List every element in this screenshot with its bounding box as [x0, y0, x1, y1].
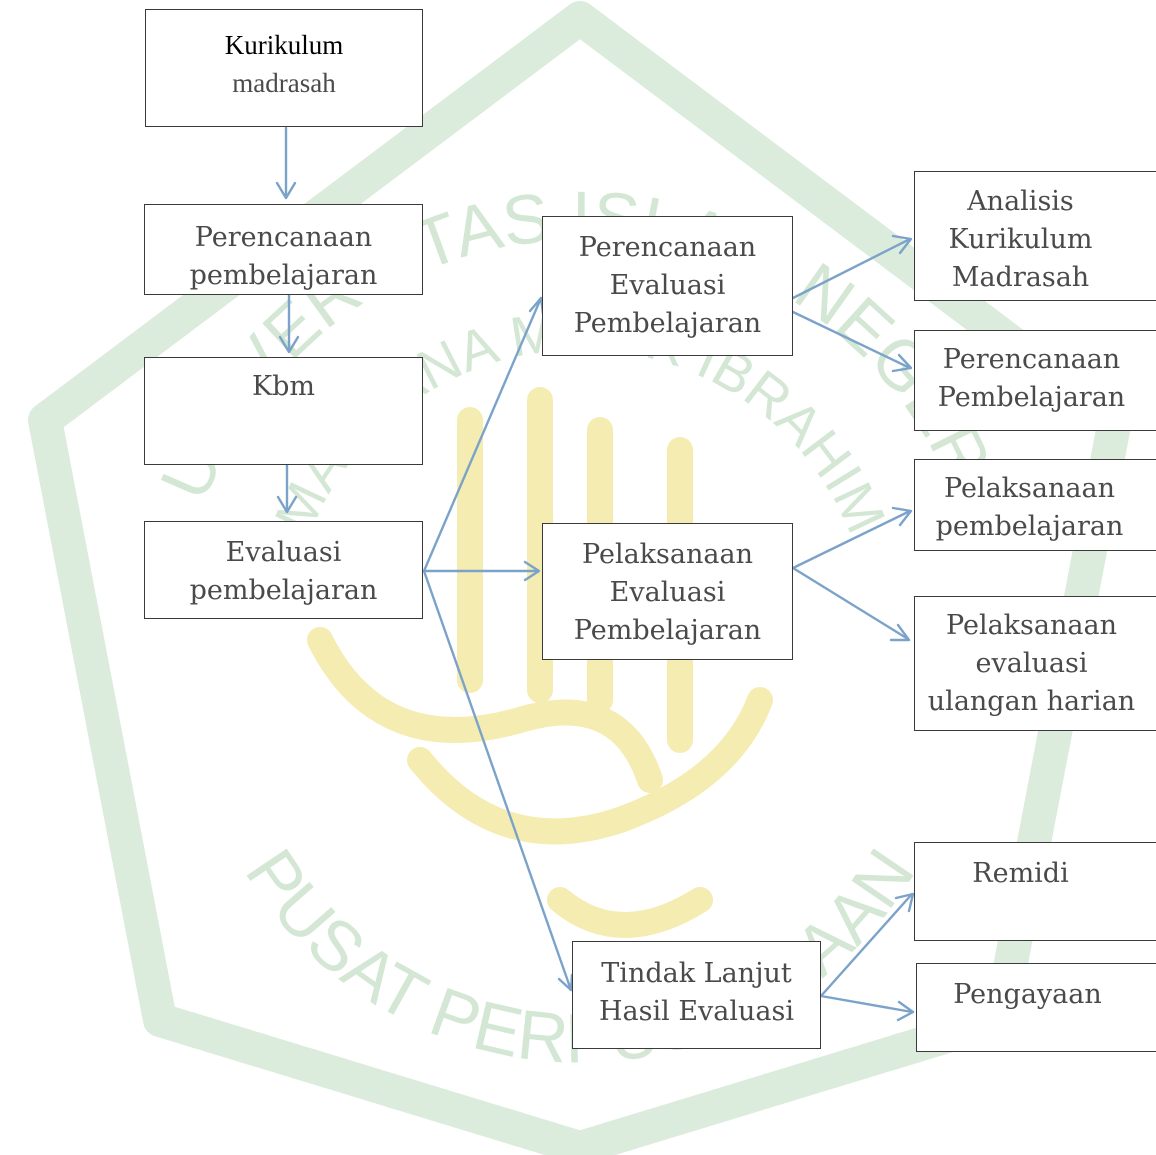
- node-perencanaan-evaluasi-line3: Pembelajaran: [573, 308, 762, 339]
- node-kurikulum-line1: Kurikulum: [224, 30, 344, 60]
- node-kbm-line1: Kbm: [251, 371, 316, 402]
- arrow-to-perencanaan-pembelajaran-2: [791, 310, 913, 373]
- node-perencanaan-evaluasi-line2: Evaluasi: [609, 270, 726, 301]
- node-evaluasi-line1: Evaluasi: [225, 537, 342, 568]
- node-kurikulum-madrasah: Kurikulum madrasah: [145, 9, 423, 127]
- arrow-kurikulum-to-perencanaan: [275, 126, 297, 200]
- node-pelaksanaan-evaluasi-line1: Pelaksanaan: [582, 539, 753, 570]
- node-pelaksanaan-evaluasi-line3: Pembelajaran: [573, 615, 762, 646]
- arrow-evaluasi-to-perencanaan-evaluasi: [422, 296, 545, 573]
- node-pelaksanaan-pembelajaran-line2: pembelajaran: [935, 511, 1124, 542]
- node-perencanaan-pembelajaran-line2: pembelajaran: [189, 260, 378, 291]
- node-pelaksanaan-ulangan-line1: Pelaksanaan: [946, 610, 1117, 641]
- node-tindak-lanjut-hasil-evaluasi: Tindak Lanjut Hasil Evaluasi: [572, 941, 821, 1049]
- arrow-perencanaan-to-kbm: [278, 286, 300, 354]
- arrow-to-pengayaan: [819, 994, 915, 1022]
- node-perencanaan-pembelajaran-right: Perencanaan Pembelajaran: [914, 330, 1156, 431]
- node-pelaksanaan-pembelajaran-line1: Pelaksanaan: [944, 473, 1115, 504]
- node-pengayaan: Pengayaan: [916, 963, 1156, 1052]
- arrow-evaluasi-to-tindak-lanjut: [422, 569, 574, 992]
- node-evaluasi-line2: pembelajaran: [189, 575, 378, 606]
- node-kurikulum-line2: madrasah: [232, 68, 336, 98]
- node-evaluasi-pembelajaran: Evaluasi pembelajaran: [144, 521, 423, 619]
- node-perencanaan-pembelajaran-2-line1: Perencanaan: [942, 344, 1121, 375]
- arrow-to-remidi: [819, 892, 915, 998]
- node-pelaksanaan-ulangan-line3: ulangan harian: [927, 686, 1136, 717]
- node-pengayaan-line1: Pengayaan: [953, 979, 1102, 1010]
- node-tindak-lanjut-line2: Hasil Evaluasi: [598, 996, 795, 1027]
- arrow-evaluasi-to-pelaksanaan-evaluasi: [422, 560, 541, 582]
- node-pelaksanaan-ulangan-line2: evaluasi: [975, 648, 1088, 679]
- node-remidi: Remidi: [914, 842, 1156, 941]
- node-kbm: Kbm: [144, 357, 423, 465]
- arrow-to-pelaksanaan-evaluasi-ulangan: [791, 566, 911, 642]
- node-analisis-line2: Kurikulum: [948, 224, 1093, 255]
- arrow-to-pelaksanaan-pembelajaran: [791, 506, 913, 570]
- node-analisis-kurikulum-madrasah: Analisis Kurikulum Madrasah: [914, 171, 1156, 301]
- node-pelaksanaan-evaluasi-line2: Evaluasi: [609, 577, 726, 608]
- arrow-kbm-to-evaluasi: [276, 463, 298, 514]
- node-perencanaan-evaluasi-line1: Perencanaan: [578, 232, 757, 263]
- node-pelaksanaan-evaluasi-ulangan-harian: Pelaksanaan evaluasi ulangan harian: [914, 596, 1156, 731]
- node-perencanaan-pembelajaran-2-line2: Pembelajaran: [937, 382, 1126, 413]
- node-pelaksanaan-pembelajaran: Pelaksanaan pembelajaran: [914, 459, 1156, 551]
- arrow-to-analisis-kurikulum: [791, 234, 913, 300]
- node-perencanaan-evaluasi-pembelajaran: Perencanaan Evaluasi Pembelajaran: [542, 216, 793, 356]
- node-perencanaan-pembelajaran: Perencanaan pembelajaran: [144, 204, 423, 295]
- node-pelaksanaan-evaluasi-pembelajaran: Pelaksanaan Evaluasi Pembelajaran: [542, 523, 793, 660]
- node-perencanaan-pembelajaran-line1: Perencanaan: [194, 222, 373, 253]
- node-remidi-line1: Remidi: [972, 858, 1069, 889]
- node-analisis-line1: Analisis: [967, 186, 1074, 217]
- node-analisis-line3: Madrasah: [951, 262, 1090, 293]
- node-tindak-lanjut-line1: Tindak Lanjut: [601, 958, 792, 989]
